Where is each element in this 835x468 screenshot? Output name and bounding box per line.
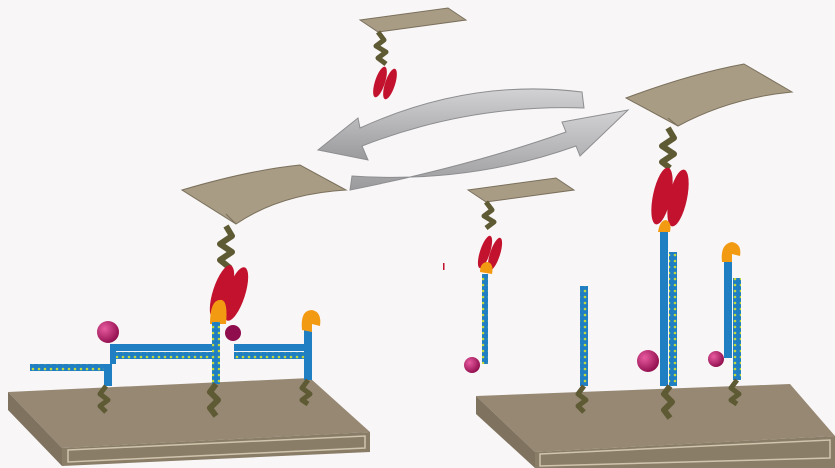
dna-strand-icon (733, 278, 741, 380)
arrow-right-lower (349, 109, 630, 191)
left-dna-assembly (30, 310, 321, 418)
linker (575, 384, 589, 414)
linker (728, 378, 742, 407)
dna-strand-icon (304, 330, 312, 380)
tag-orange (721, 242, 741, 262)
linker (207, 382, 221, 418)
dna-strand-icon (724, 262, 732, 358)
dna-strand-icon (234, 344, 310, 351)
antibody-icon (373, 66, 387, 98)
right-dna-strands (575, 242, 742, 414)
antibody-icon (223, 267, 249, 321)
right-substrate-side (476, 396, 535, 468)
linker-left (217, 224, 235, 271)
afm-cantilever-icon (624, 63, 794, 127)
left-substrate (8, 378, 370, 466)
linker (661, 384, 675, 420)
antibody-icon (667, 169, 689, 227)
tag-orange (480, 262, 493, 274)
center-tick-mark (443, 263, 445, 270)
dna-strand-icon (660, 232, 668, 386)
antibody-icon (651, 167, 673, 225)
linker (481, 200, 497, 230)
tag-orange (658, 220, 671, 232)
right-cantilever-assembly (624, 63, 794, 420)
linker (659, 126, 677, 171)
linker-top (373, 30, 389, 66)
antibody-icon (477, 235, 493, 269)
linker (299, 378, 313, 407)
bead-magenta (637, 350, 659, 372)
dna-strand-icon (580, 286, 588, 386)
linker (97, 384, 111, 414)
bead-magenta (708, 351, 724, 367)
dna-strand-icon (234, 352, 310, 359)
antibody-icon (487, 237, 503, 271)
bead-magenta (97, 321, 119, 343)
mid-cantilever-assembly (464, 177, 576, 373)
cycle-arrow-icon (316, 88, 630, 191)
right-substrate-top (476, 384, 835, 452)
left-substrate-edge (67, 435, 366, 463)
dna-strand-icon (669, 252, 677, 386)
tag-orange (210, 299, 227, 324)
dna-strand-icon (110, 352, 220, 359)
left-substrate-front (62, 432, 370, 466)
afm-cantilever-icon (180, 164, 348, 225)
bead-magenta (464, 357, 480, 373)
dna-strand-icon (212, 322, 220, 384)
top-cantilever-assembly (358, 7, 468, 100)
afm-cantilever-icon (466, 177, 576, 203)
arrow-left-upper (316, 88, 585, 161)
left-cantilever-assembly (180, 164, 348, 324)
dna-strand-icon (30, 364, 110, 371)
right-substrate-edge (539, 439, 831, 467)
afm-cantilever-icon (358, 7, 468, 33)
dna-strand-icon (104, 364, 112, 386)
antibody-icon (383, 68, 397, 100)
bead-magenta (225, 325, 241, 341)
left-substrate-side (8, 392, 62, 466)
dna-strand-icon (482, 274, 488, 364)
tag-orange (301, 310, 321, 332)
right-substrate (476, 384, 835, 468)
dna-strand-icon (110, 344, 220, 351)
